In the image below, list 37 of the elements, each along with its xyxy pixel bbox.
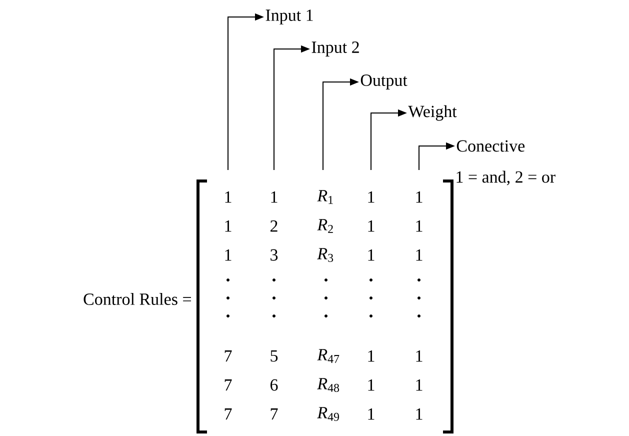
- matrix-entry: R$_{48}$: [317, 378, 340, 392]
- column-label: Weight: [408, 105, 457, 121]
- matrix-entry: 1: [416, 249, 422, 261]
- matrix-entry: 1: [271, 191, 278, 203]
- matrix-name: Control Rules =: [84, 293, 191, 305]
- matrix-entry: 1: [368, 379, 374, 391]
- matrix-entry: 1: [368, 220, 374, 232]
- matrix-entry: R$_{47}$: [317, 349, 340, 363]
- matrix-entry: 1: [368, 249, 374, 261]
- matrix-entry: 1: [368, 408, 374, 420]
- matrix-entry: 1: [368, 350, 374, 362]
- column-label: Output: [360, 74, 408, 90]
- legend-note: 1 = and, 2 = or: [456, 170, 556, 186]
- matrix-entry: 5: [270, 350, 278, 362]
- matrix-entry: 1: [416, 350, 422, 362]
- matrix-entry: 1: [416, 408, 422, 420]
- matrix-entry: 7: [224, 350, 232, 362]
- matrix-entry: R$_{2}$: [317, 219, 333, 233]
- matrix-entry: R$_{49}$: [317, 407, 339, 421]
- matrix-entry: 6: [270, 379, 278, 391]
- matrix-entry: 1: [416, 379, 422, 391]
- matrix-entry: 1: [225, 220, 232, 232]
- matrix-entry: 3: [270, 249, 278, 261]
- matrix-entry: 1: [225, 249, 232, 261]
- column-label: Input 2: [312, 42, 359, 56]
- matrix-entry: 7: [224, 379, 232, 391]
- column-label: Input 1: [266, 10, 313, 24]
- matrix-entry: 1: [416, 220, 422, 232]
- matrix-entry: 1: [368, 191, 374, 203]
- matrix-entry: R$_{1}$: [317, 190, 333, 204]
- column-label: Conective: [456, 140, 525, 152]
- matrix-entry: 1: [416, 191, 422, 203]
- matrix-entry: 2: [270, 220, 278, 232]
- matrix-entry: 7: [224, 408, 232, 420]
- matrix-entry: 7: [270, 408, 278, 420]
- matrix-entry: R$_{3}$: [317, 248, 334, 262]
- matrix-entry: 1: [225, 191, 232, 203]
